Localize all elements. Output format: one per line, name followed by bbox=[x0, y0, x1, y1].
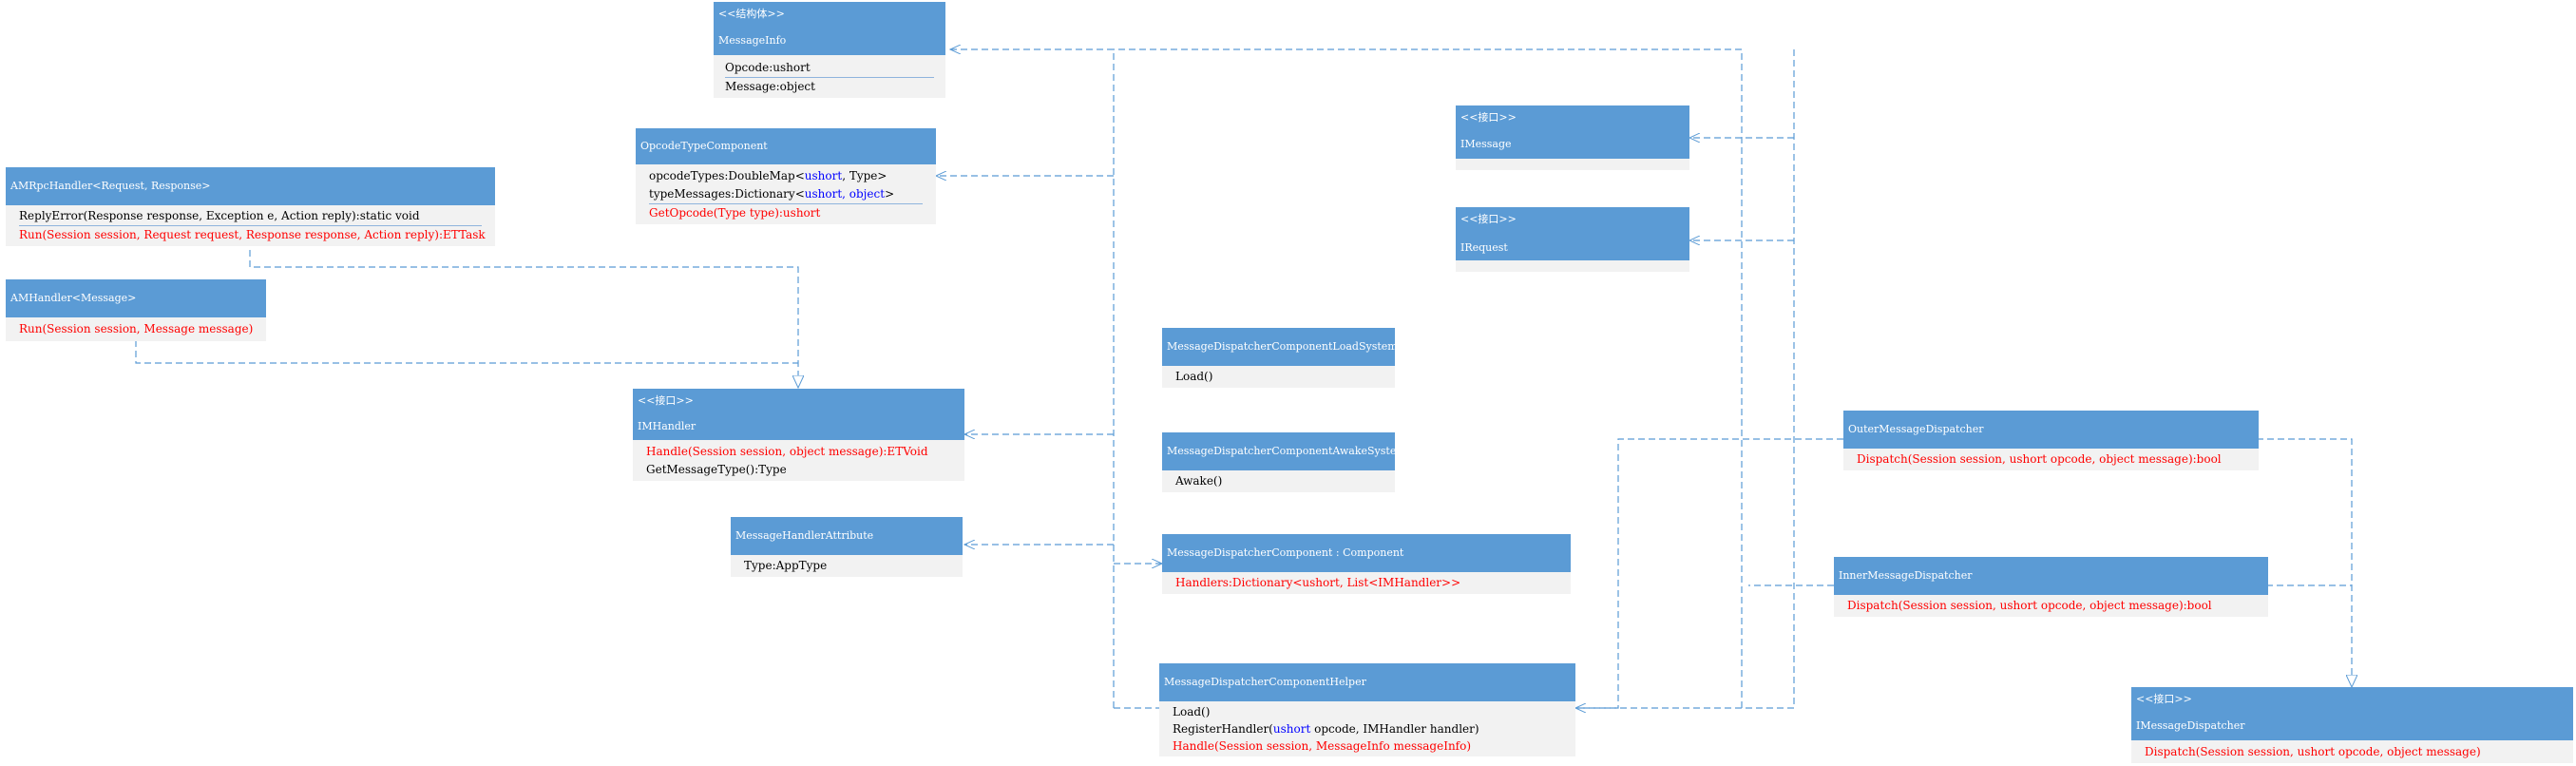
interface-imessagedispatcher: <<接口>> IMessageDispatcher Dispatch(Sessi… bbox=[2131, 687, 2573, 763]
class-messagehandlerattribute: MessageHandlerAttribute Type:AppType bbox=[731, 517, 963, 577]
member-message: Message:object bbox=[725, 80, 815, 93]
class-name: AMRpcHandler<Request, Response> bbox=[10, 180, 211, 192]
inherit-amhandler-imhandler bbox=[135, 340, 798, 364]
inherit-amrpchandler-imhandler bbox=[249, 250, 798, 388]
class-header: InnerMessageDispatcher bbox=[1834, 557, 2268, 595]
class-header: <<接口>> IRequest bbox=[1456, 207, 1689, 260]
member-handlers: Handlers:Dictionary<ushort, List<IMHandl… bbox=[1175, 576, 1461, 589]
class-name: MessageDispatcherComponentHelper bbox=[1164, 676, 1366, 688]
method-replyerror: ReplyError(Response response, Exception … bbox=[19, 209, 420, 222]
class-body: ReplyError(Response response, Exception … bbox=[6, 205, 495, 246]
class-body: Type:AppType bbox=[731, 555, 963, 577]
class-name: MessageDispatcherComponent : Component bbox=[1167, 546, 1404, 559]
interface-imessage: <<接口>> IMessage bbox=[1456, 105, 1689, 170]
class-name: OuterMessageDispatcher bbox=[1848, 423, 1984, 435]
class-header: MessageDispatcherComponentHelper bbox=[1159, 663, 1575, 701]
class-messagedispatchercomponenthelper: MessageDispatcherComponentHelper Load() … bbox=[1159, 663, 1575, 756]
class-header: <<接口>> IMessageDispatcher bbox=[2131, 687, 2573, 740]
class-messagedispatchercomponent: MessageDispatcherComponent : Component H… bbox=[1162, 534, 1571, 594]
method-registerhandler: RegisterHandler(ushort opcode, IMHandler… bbox=[1173, 722, 1479, 736]
member-opcode: Opcode:ushort bbox=[725, 61, 811, 74]
method-dispatch: Dispatch(Session session, ushort opcode,… bbox=[1857, 452, 2222, 466]
method-handle: Handle(Session session, MessageInfo mess… bbox=[1173, 739, 1472, 753]
class-header: OuterMessageDispatcher bbox=[1843, 411, 2259, 449]
class-header: <<结构体>> MessageInfo bbox=[714, 2, 945, 55]
class-body: opcodeTypes:DoubleMap<ushort, Type> type… bbox=[636, 164, 936, 224]
class-name: IMHandler bbox=[638, 420, 696, 432]
class-name: IMessage bbox=[1460, 138, 1512, 150]
class-body: Run(Session session, Message message) bbox=[6, 317, 266, 341]
class-body: Awake() bbox=[1162, 470, 1395, 492]
method-getopcode: GetOpcode(Type type):ushort bbox=[649, 206, 821, 220]
member-typemessages: typeMessages:Dictionary<ushort, object> bbox=[649, 187, 895, 201]
class-body: Dispatch(Session session, ushort opcode,… bbox=[1843, 449, 2259, 470]
class-body: Load() bbox=[1162, 366, 1395, 388]
class-header: AMRpcHandler<Request, Response> bbox=[6, 167, 495, 205]
method-getmessagetype: GetMessageType():Type bbox=[646, 463, 787, 476]
interface-irequest: <<接口>> IRequest bbox=[1456, 207, 1689, 272]
method-load: Load() bbox=[1173, 705, 1211, 718]
class-header: <<接口>> IMHandler bbox=[633, 389, 964, 440]
class-amhandler: AMHandler<Message> Run(Session session, … bbox=[6, 279, 266, 341]
method-handle: Handle(Session session, object message):… bbox=[646, 445, 928, 458]
class-name: IRequest bbox=[1460, 241, 1508, 254]
member-opcodetypes: opcodeTypes:DoubleMap<ushort, Type> bbox=[649, 169, 887, 182]
class-body: Load() RegisterHandler(ushort opcode, IM… bbox=[1159, 701, 1575, 756]
class-name: MessageHandlerAttribute bbox=[735, 529, 874, 542]
method-dispatch: Dispatch(Session session, ushort opcode,… bbox=[1847, 599, 2212, 612]
class-body: Handlers:Dictionary<ushort, List<IMHandl… bbox=[1162, 572, 1571, 594]
class-body: Dispatch(Session session, ushort opcode,… bbox=[2131, 740, 2573, 763]
class-name: InnerMessageDispatcher bbox=[1839, 569, 1973, 582]
class-header: MessageHandlerAttribute bbox=[731, 517, 963, 555]
class-header: AMHandler<Message> bbox=[6, 279, 266, 317]
class-name: AMHandler<Message> bbox=[10, 292, 137, 304]
class-name: MessageDispatcherComponentAwakeSystem bbox=[1167, 445, 1406, 457]
stereotype-label: <<结构体>> bbox=[718, 8, 785, 20]
interface-imhandler: <<接口>> IMHandler Handle(Session session,… bbox=[633, 389, 964, 481]
class-name: MessageInfo bbox=[718, 34, 787, 47]
realize-outer-imessagedispatcher bbox=[2257, 438, 2352, 687]
method-awake: Awake() bbox=[1175, 474, 1223, 488]
class-messageinfo: <<结构体>> MessageInfo Opcode:ushort Messag… bbox=[714, 2, 945, 98]
class-header: <<接口>> IMessage bbox=[1456, 105, 1689, 159]
class-header: MessageDispatcherComponentAwakeSystem bbox=[1162, 432, 1406, 470]
class-outermessagedispatcher: OuterMessageDispatcher Dispatch(Session … bbox=[1843, 411, 2259, 470]
class-name: OpcodeTypeComponent bbox=[640, 140, 768, 152]
method-run: Run(Session session, Message message) bbox=[19, 322, 254, 335]
method-load: Load() bbox=[1175, 370, 1213, 383]
class-awakesystem: MessageDispatcherComponentAwakeSystem Aw… bbox=[1162, 432, 1406, 492]
class-header: MessageDispatcherComponentLoadSystem bbox=[1162, 328, 1398, 366]
dependency-outer-to-helper bbox=[1575, 438, 1843, 708]
stereotype-label: <<接口>> bbox=[1460, 111, 1517, 124]
class-header: MessageDispatcherComponent : Component bbox=[1162, 534, 1571, 572]
class-body: Dispatch(Session session, ushort opcode,… bbox=[1834, 595, 2268, 617]
method-run: Run(Session session, Request request, Re… bbox=[19, 228, 486, 241]
class-opcodetypecomponent: OpcodeTypeComponent opcodeTypes:DoubleMa… bbox=[636, 128, 936, 224]
class-body: Opcode:ushort Message:object bbox=[714, 55, 945, 98]
stereotype-label: <<接口>> bbox=[638, 394, 694, 407]
class-name: IMessageDispatcher bbox=[2136, 719, 2245, 732]
stereotype-label: <<接口>> bbox=[1460, 213, 1517, 225]
class-body: Handle(Session session, object message):… bbox=[633, 440, 964, 481]
class-body bbox=[1456, 260, 1689, 272]
class-innermessagedispatcher: InnerMessageDispatcher Dispatch(Session … bbox=[1834, 557, 2268, 617]
dependency-helper-messageinfo bbox=[950, 49, 1115, 708]
class-amrpchandler: AMRpcHandler<Request, Response> ReplyErr… bbox=[6, 167, 495, 246]
class-body bbox=[1456, 159, 1689, 170]
stereotype-label: <<接口>> bbox=[2136, 693, 2192, 705]
class-header: OpcodeTypeComponent bbox=[636, 128, 936, 164]
method-dispatch: Dispatch(Session session, ushort opcode,… bbox=[2145, 745, 2481, 758]
class-name: MessageDispatcherComponentLoadSystem bbox=[1167, 340, 1398, 353]
member-type: Type:AppType bbox=[744, 559, 828, 572]
class-loadsystem: MessageDispatcherComponentLoadSystem Loa… bbox=[1162, 328, 1398, 388]
